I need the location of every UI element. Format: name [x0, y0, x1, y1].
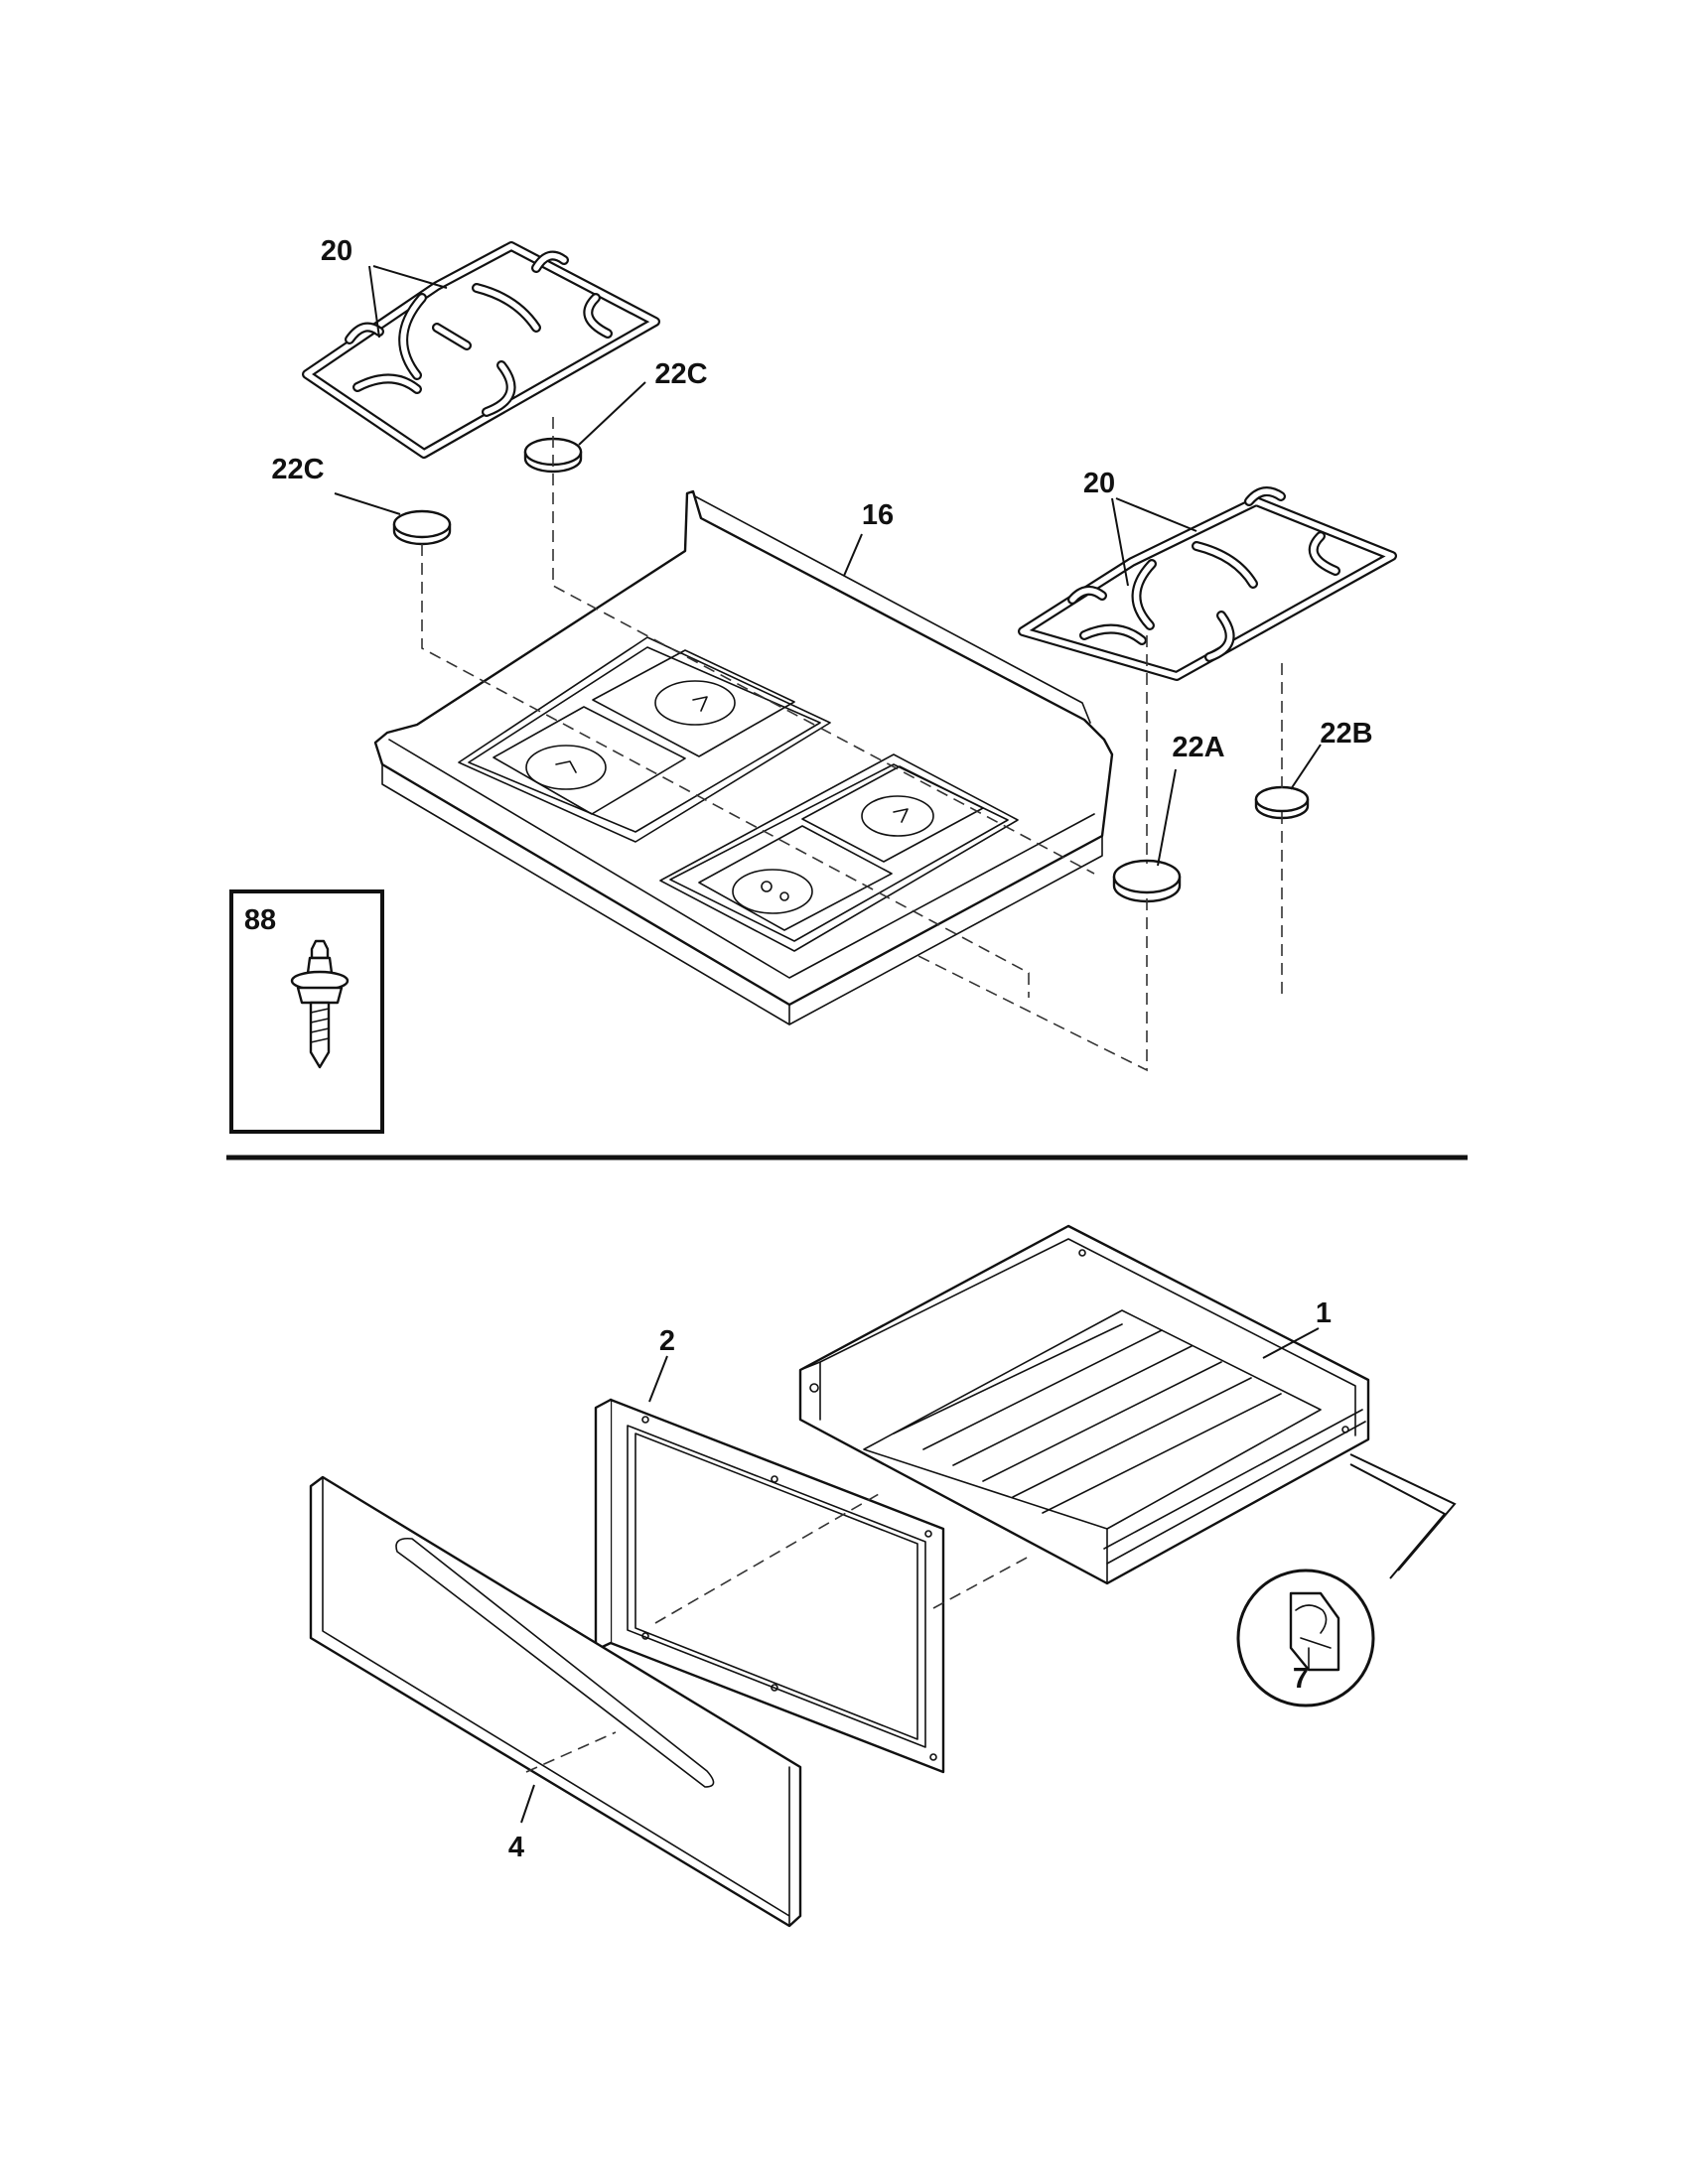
screw-box-88 [229, 889, 384, 1134]
burner-cap-22a [1112, 859, 1182, 903]
label-cap-front-left: 22C [271, 454, 324, 485]
label-drawer-body: 1 [1316, 1297, 1332, 1329]
leader-lines-drawer [520, 1327, 1457, 1824]
label-clip: 7 [1293, 1663, 1309, 1695]
alignment-lines-top [421, 417, 1283, 1072]
burner-cap-22c-front [392, 509, 452, 546]
label-grate-left: 20 [321, 235, 352, 267]
drawer-front-4 [309, 1475, 802, 1928]
label-grate-right: 20 [1083, 468, 1115, 499]
leader-lines-top [334, 265, 1322, 867]
alignment-lines-drawer [525, 1493, 1030, 1773]
label-drawer-front: 4 [508, 1832, 524, 1863]
label-screw-88: 88 [244, 904, 276, 936]
grate-left-20 [302, 241, 660, 459]
clip-detail-7 [1236, 1569, 1375, 1707]
label-drawer-frame: 2 [659, 1325, 675, 1357]
label-cooktop: 16 [862, 499, 894, 531]
cooktop-16 [373, 489, 1114, 1025]
label-cap-22b: 22B [1320, 718, 1372, 750]
drawer-body-1 [798, 1224, 1370, 1585]
label-cap-rear-left: 22C [654, 358, 707, 390]
label-cap-22a: 22A [1172, 732, 1224, 763]
drawer-frame-2 [594, 1398, 945, 1774]
grate-right-20 [1018, 486, 1397, 681]
